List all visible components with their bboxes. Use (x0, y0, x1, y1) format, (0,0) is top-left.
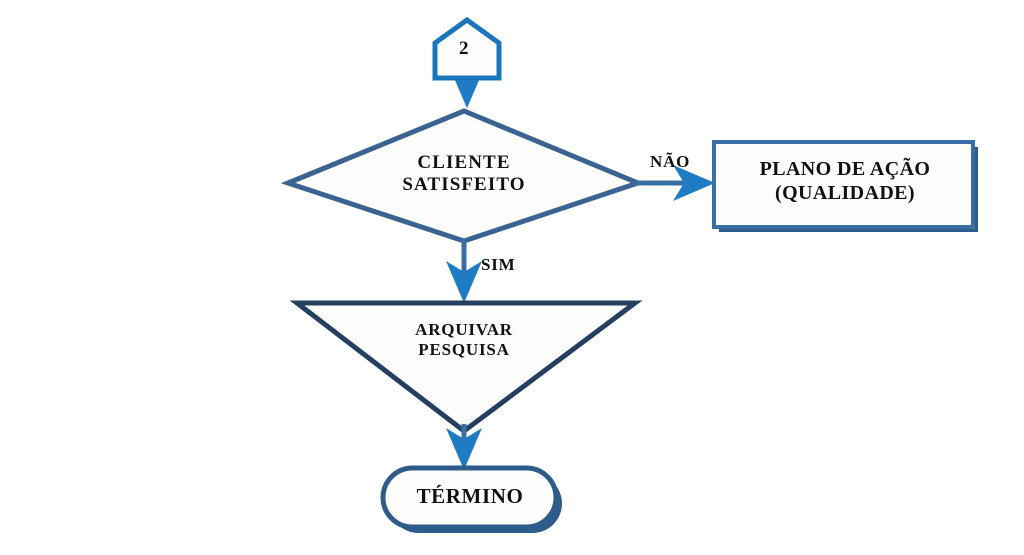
process-node-plano-de-acao[interactable] (712, 140, 978, 232)
manual-node-arquivar-pesquisa[interactable] (289, 300, 643, 435)
terminal-node-termino[interactable] (380, 465, 562, 533)
connector-node-2[interactable] (432, 16, 502, 81)
decision-node-cliente-satisfeito[interactable] (280, 108, 646, 244)
